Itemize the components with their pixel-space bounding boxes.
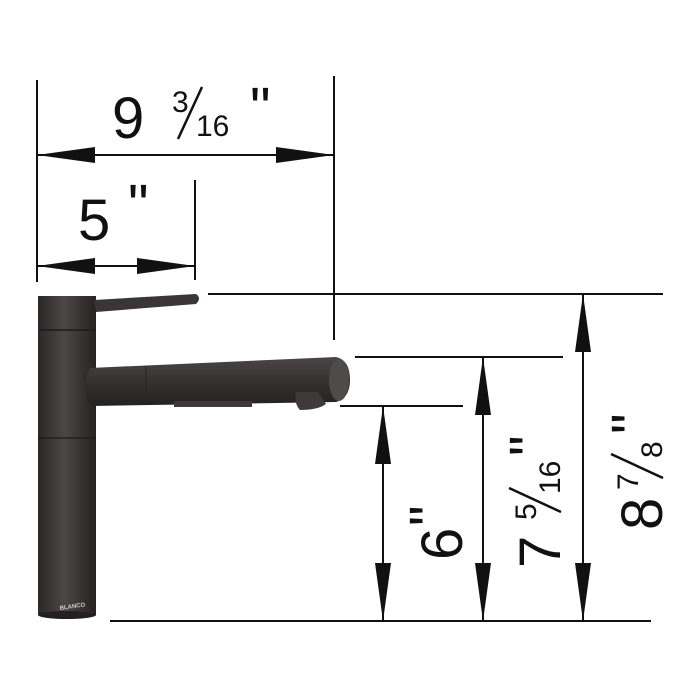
svg-text:8: 8 xyxy=(636,441,669,458)
svg-text:9: 9 xyxy=(112,86,144,151)
svg-text:5: 5 xyxy=(78,188,110,253)
svg-text:7: 7 xyxy=(508,536,573,568)
spray-nozzle xyxy=(295,392,326,410)
svg-text:6: 6 xyxy=(410,528,475,560)
vertical-arrowheads xyxy=(375,294,591,621)
svg-text:3: 3 xyxy=(172,86,189,119)
svg-text:": " xyxy=(128,173,149,238)
svg-text:16: 16 xyxy=(534,461,567,494)
overall-reach-label: 9 3 16 " xyxy=(112,76,271,151)
svg-text:": " xyxy=(250,76,271,141)
svg-text:8: 8 xyxy=(610,498,675,530)
faucet-illustration: BLANCO xyxy=(38,294,350,619)
svg-text:16: 16 xyxy=(196,110,229,143)
svg-text:": " xyxy=(600,413,665,434)
handle-reach-label: 5 " xyxy=(78,173,149,253)
brand-mark: BLANCO xyxy=(59,602,86,612)
svg-text:": " xyxy=(398,505,463,526)
svg-text:5: 5 xyxy=(510,503,543,520)
overall-height-label: 8 7 8 " xyxy=(600,413,675,530)
faucet-spout xyxy=(85,357,350,406)
svg-text:": " xyxy=(498,435,563,456)
faucet-handle xyxy=(94,294,199,312)
spout-clearance-label: 6 " xyxy=(398,505,475,560)
horizontal-arrowheads xyxy=(37,147,334,274)
svg-text:7: 7 xyxy=(612,473,645,490)
spout-height-label: 7 5 16 " xyxy=(498,435,573,568)
faucet-cap xyxy=(38,296,96,332)
faucet-body xyxy=(38,330,96,615)
